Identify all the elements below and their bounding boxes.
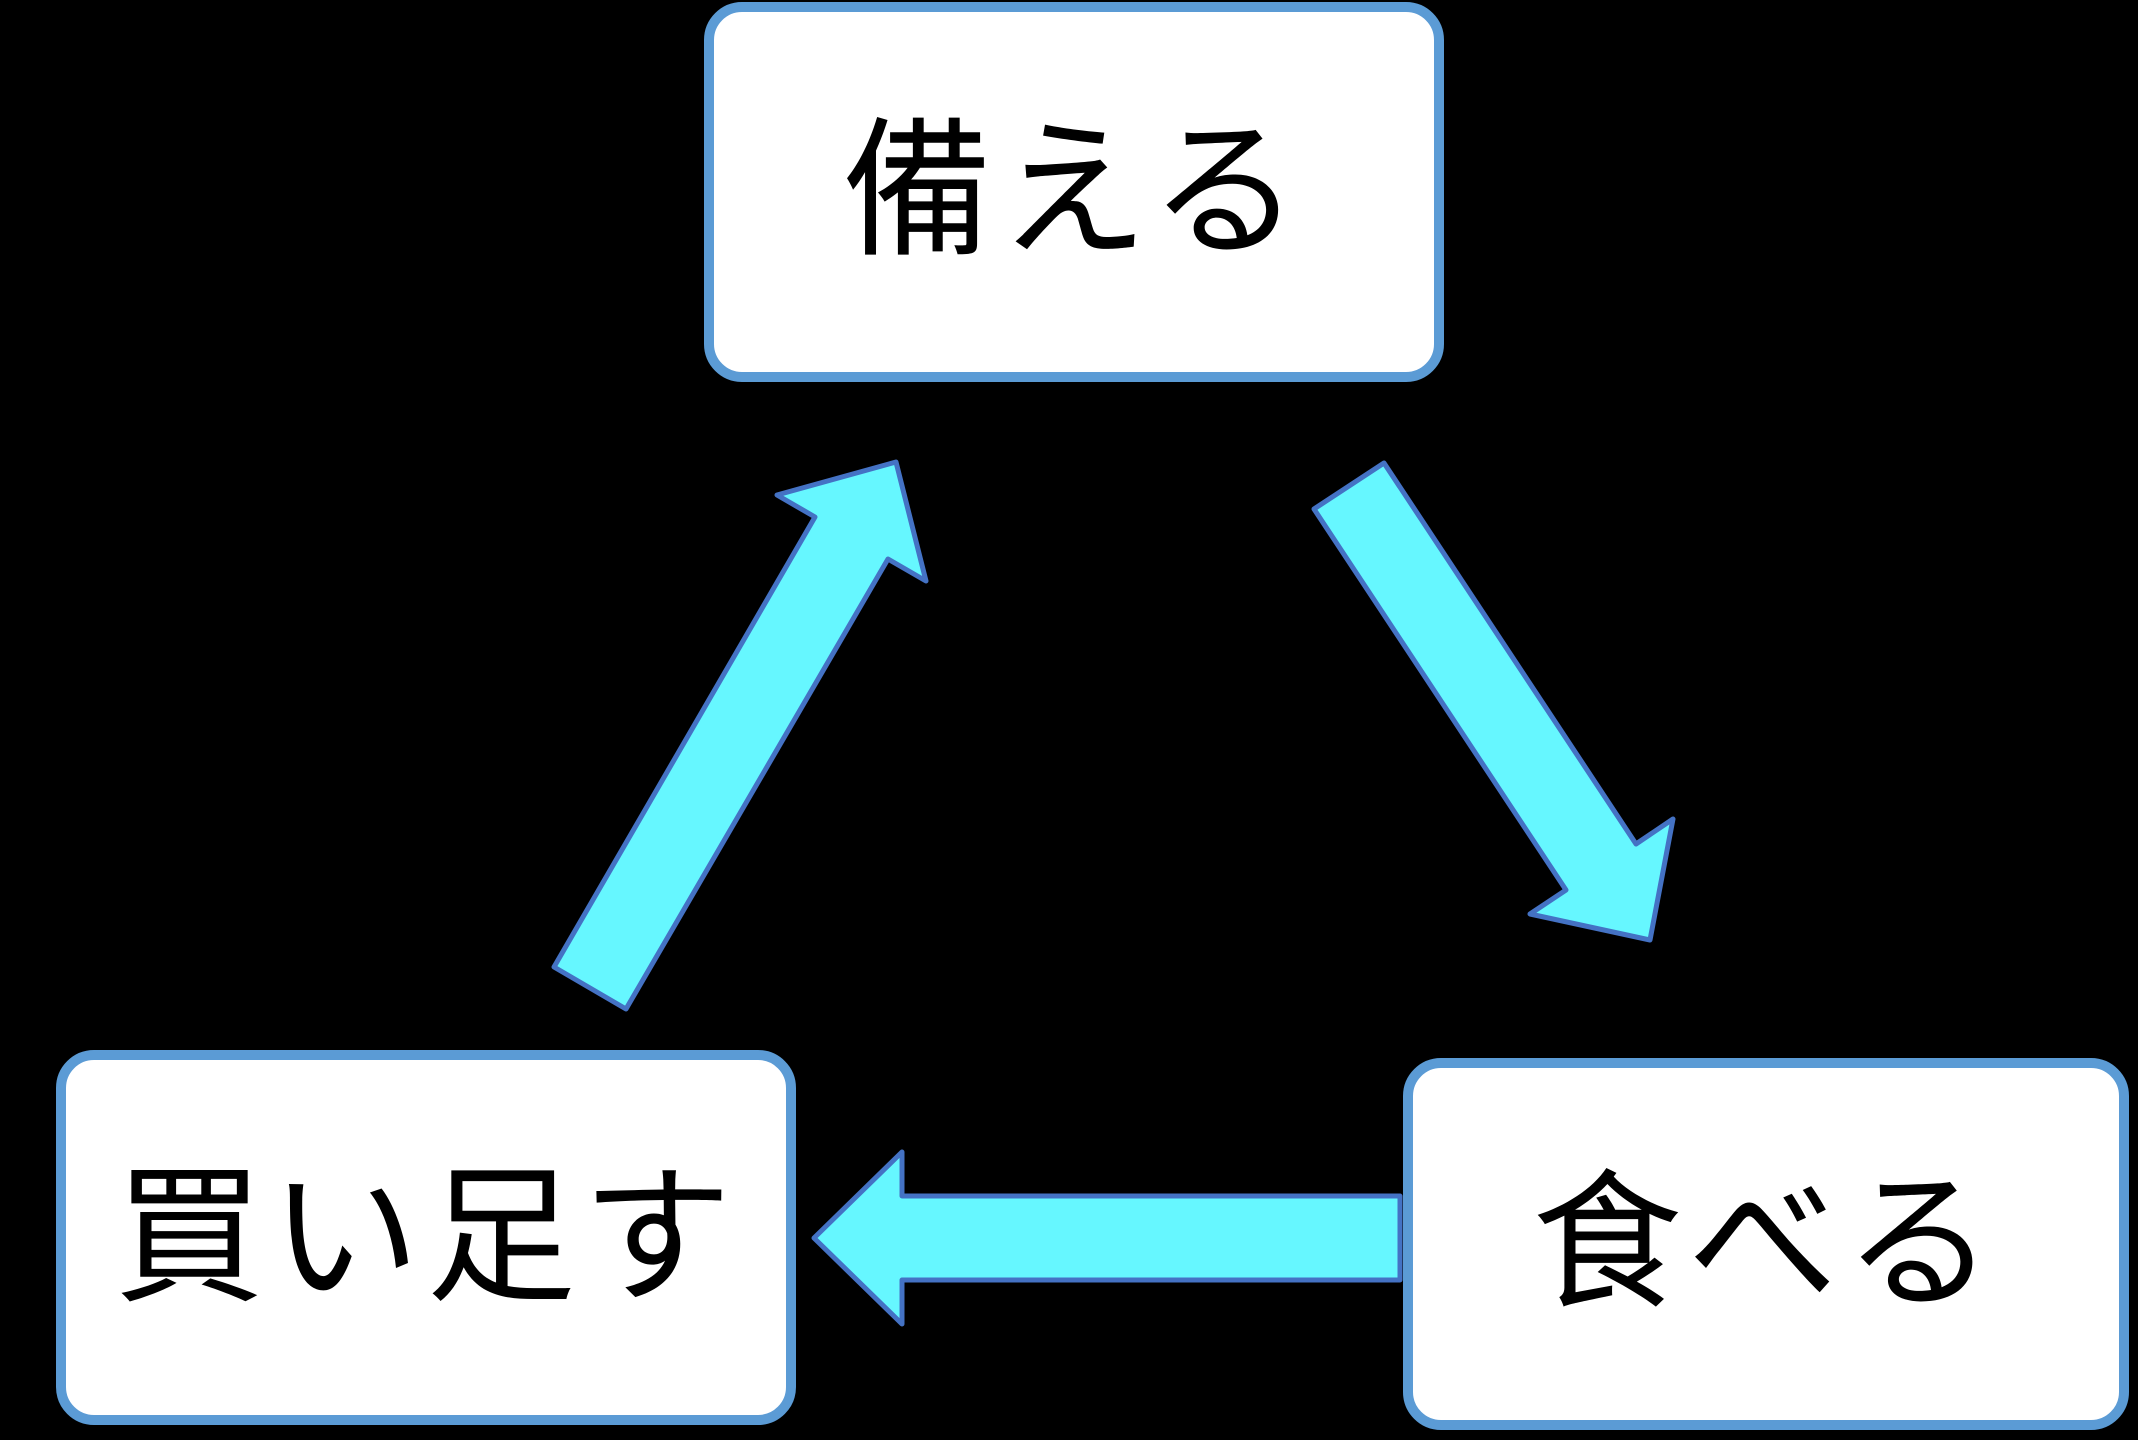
node-eat: 食べる [1403,1058,2129,1430]
arrow-eat-to-buy-more [811,1149,1403,1327]
node-prepare-label: 備える [842,105,1306,279]
node-eat-label: 食べる [1531,1157,2000,1331]
node-prepare: 備える [704,2,1444,382]
arrow-buy-more-to-prepare [551,459,929,1012]
node-buy-more-label: 買い足す [113,1150,738,1325]
arrow-prepare-to-eat [1311,460,1676,943]
node-buy-more: 買い足す [56,1050,796,1425]
